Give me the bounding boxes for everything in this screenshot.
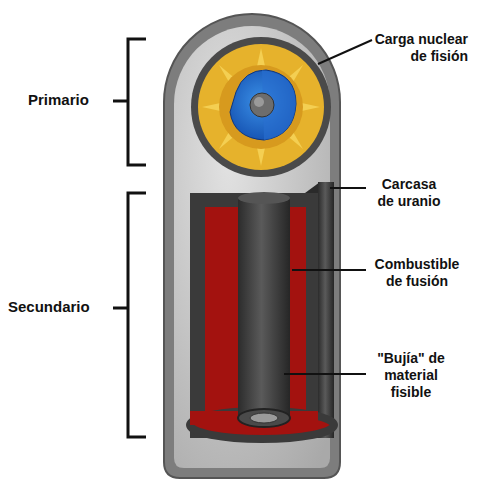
primary-explosive xyxy=(198,44,324,170)
leader-line xyxy=(284,40,372,374)
primary-inner xyxy=(219,65,303,149)
group-label: Primario xyxy=(28,91,112,108)
bracket xyxy=(113,39,146,437)
tamper xyxy=(230,70,296,140)
group-label: Secundario xyxy=(8,298,110,315)
part-label: "Bujía" de material fisible xyxy=(370,350,452,401)
part-label: Carga nuclear de fisión xyxy=(362,31,468,65)
outer-casing xyxy=(164,14,340,478)
pit xyxy=(250,93,274,117)
part-label: Carcasa de uranio xyxy=(372,176,446,210)
secondary-case xyxy=(190,193,334,438)
primary-shell xyxy=(191,37,331,177)
lens-points xyxy=(202,48,320,166)
spark-plug xyxy=(238,198,290,420)
part-label: Combustible de fusión xyxy=(370,256,464,290)
